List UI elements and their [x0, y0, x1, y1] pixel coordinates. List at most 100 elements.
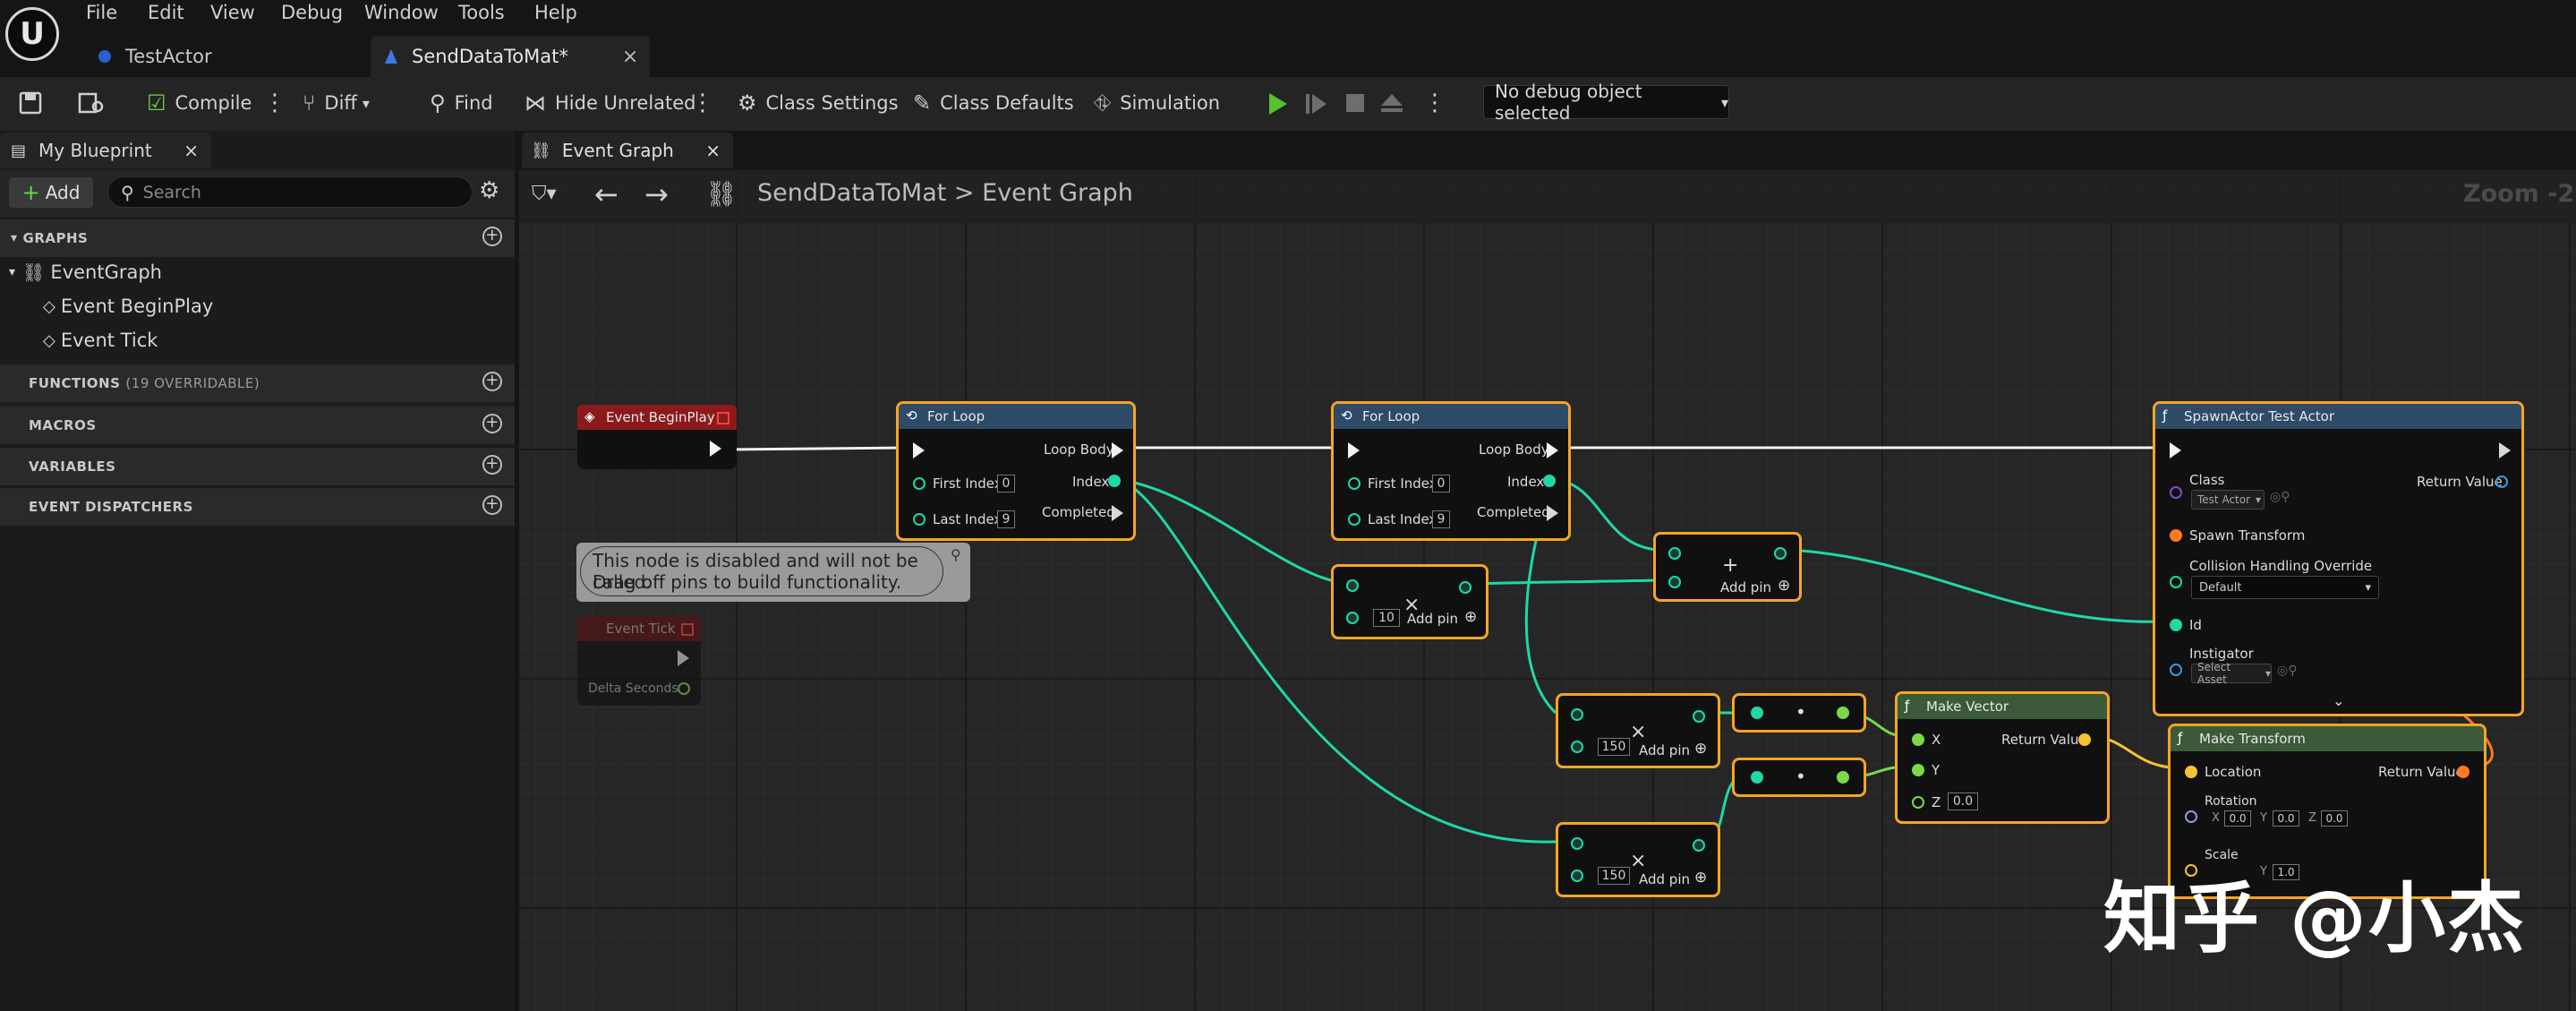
- add-pin-icon[interactable]: ⊕: [1694, 869, 1708, 887]
- delegate-pin-icon[interactable]: [681, 623, 694, 636]
- int-in-pin[interactable]: [1571, 870, 1583, 882]
- last-index-field[interactable]: 9: [997, 510, 1015, 528]
- int-out-pin[interactable]: [1693, 710, 1705, 723]
- add-macro-icon[interactable]: +: [482, 414, 502, 433]
- multiply-value-field[interactable]: 150: [1598, 738, 1630, 756]
- int-in-pin[interactable]: [1668, 547, 1681, 560]
- object-in-pin[interactable]: [2170, 664, 2182, 676]
- use-asset-icon[interactable]: ◎⚲: [2270, 490, 2290, 504]
- int-in-pin[interactable]: [1571, 837, 1583, 850]
- tab-event-graph[interactable]: ⛓ Event Graph ×: [522, 133, 733, 168]
- node-int-to-float-a[interactable]: •: [1732, 693, 1866, 733]
- menu-tools[interactable]: Tools: [458, 2, 505, 23]
- tab-senddatatomat[interactable]: SendDataToMat* ×: [371, 36, 650, 77]
- find-button[interactable]: ⚲Find: [430, 87, 493, 119]
- simulation-button[interactable]: ⛗Simulation: [1094, 87, 1220, 119]
- rotator-in-pin[interactable]: [2185, 810, 2197, 823]
- exec-out-pin[interactable]: [2499, 442, 2511, 458]
- tab-close-icon[interactable]: ×: [621, 45, 639, 68]
- rotation-x-field[interactable]: 0.0: [2224, 810, 2251, 827]
- node-event-tick[interactable]: Event Tick Delta Seconds: [577, 616, 701, 706]
- forward-arrow-icon[interactable]: →: [644, 177, 669, 211]
- use-asset-icon[interactable]: ◎⚲: [2277, 664, 2298, 678]
- tab-my-blueprint[interactable]: ▤ My Blueprint ×: [0, 133, 211, 168]
- node-for-loop-1[interactable]: For Loop ⟲ Loop Body First Index 0 Index…: [896, 401, 1136, 541]
- last-index-field[interactable]: 9: [1432, 510, 1450, 528]
- section-graphs[interactable]: ▾GRAPHS+: [0, 219, 515, 257]
- browse-icon[interactable]: [77, 90, 106, 116]
- node-multiply-150-a[interactable]: × 150 Add pin ⊕: [1556, 693, 1720, 768]
- menu-help[interactable]: Help: [534, 2, 577, 23]
- instigator-select[interactable]: Select Asset▾: [2191, 661, 2272, 686]
- z-value-field[interactable]: 0.0: [1948, 793, 1978, 810]
- node-int-to-float-b[interactable]: •: [1732, 758, 1866, 797]
- int-out-pin[interactable]: [1693, 839, 1705, 852]
- int-out-pin[interactable]: [1543, 475, 1556, 487]
- int-in-pin[interactable]: [1348, 477, 1361, 490]
- bookmark-icon[interactable]: ⛉▾: [532, 183, 557, 205]
- node-add[interactable]: + Add pin ⊕: [1653, 532, 1802, 602]
- add-pin-label[interactable]: Add pin: [1720, 579, 1772, 595]
- object-out-pin[interactable]: [2495, 476, 2508, 488]
- float-out-pin[interactable]: [1837, 707, 1849, 719]
- exec-out-pin[interactable]: [710, 441, 721, 457]
- menu-window[interactable]: Window: [364, 2, 439, 23]
- menu-edit[interactable]: Edit: [148, 2, 184, 23]
- int-in-pin[interactable]: [1751, 771, 1763, 784]
- int-out-pin[interactable]: [1459, 581, 1471, 594]
- rotation-z-field[interactable]: 0.0: [2321, 810, 2348, 827]
- first-index-field[interactable]: 0: [1432, 475, 1450, 493]
- search-input[interactable]: ⚲Search: [107, 176, 473, 208]
- transform-out-pin[interactable]: [2457, 766, 2469, 778]
- class-select[interactable]: Test Actor▾: [2191, 490, 2265, 510]
- node-spawn-actor[interactable]: SpawnActor Test Actor ƒ Class Return Val…: [2153, 401, 2524, 716]
- add-variable-icon[interactable]: +: [482, 455, 502, 475]
- back-arrow-icon[interactable]: ←: [594, 177, 618, 211]
- scale-y-field[interactable]: 1.0: [2273, 864, 2299, 880]
- hide-unrelated-button[interactable]: ⋈Hide Unrelated: [525, 87, 696, 119]
- add-function-icon[interactable]: +: [482, 372, 502, 391]
- float-in-pin[interactable]: [1912, 796, 1924, 809]
- exec-in-pin[interactable]: [913, 442, 925, 458]
- rotation-y-field[interactable]: 0.0: [2273, 810, 2299, 827]
- add-pin-icon[interactable]: ⊕: [1694, 740, 1708, 758]
- add-pin-icon[interactable]: ⊕: [1778, 577, 1791, 595]
- expand-chevron-icon[interactable]: ⌄: [2333, 692, 2345, 709]
- exec-in-pin[interactable]: [1348, 442, 1360, 458]
- menu-file[interactable]: File: [86, 2, 118, 23]
- int-in-pin[interactable]: [1571, 741, 1583, 753]
- class-in-pin[interactable]: [2170, 486, 2182, 499]
- node-make-transform[interactable]: Make Transform ƒ Location Return Value R…: [2168, 724, 2486, 899]
- add-pin-label[interactable]: Add pin: [1639, 742, 1691, 758]
- transform-in-pin[interactable]: [2170, 529, 2182, 542]
- node-for-loop-2[interactable]: For Loop ⟲ Loop Body First Index 0 Index…: [1331, 401, 1571, 541]
- graph-item-beginplay[interactable]: ◇Event BeginPlay: [43, 296, 213, 317]
- vector-out-pin[interactable]: [2078, 733, 2091, 746]
- exec-out-pin[interactable]: [678, 650, 689, 666]
- section-variables[interactable]: VARIABLES+: [0, 448, 515, 485]
- hide-unrelated-options-icon[interactable]: ⋮: [691, 90, 714, 116]
- node-event-beginplay[interactable]: Event BeginPlay ◈: [577, 405, 737, 469]
- node-multiply-10[interactable]: × 10 Add pin ⊕: [1331, 564, 1488, 639]
- node-multiply-150-b[interactable]: × 150 Add pin ⊕: [1556, 822, 1720, 897]
- multiply-value-field[interactable]: 10: [1373, 609, 1400, 627]
- add-pin-icon[interactable]: ⊕: [1464, 608, 1478, 626]
- save-icon[interactable]: [18, 90, 43, 116]
- section-functions[interactable]: FUNCTIONS(19 OVERRIDABLE)+: [0, 364, 515, 402]
- int-in-pin[interactable]: [1346, 579, 1359, 592]
- menu-debug[interactable]: Debug: [281, 2, 344, 23]
- add-graph-icon[interactable]: +: [482, 227, 502, 246]
- step-icon[interactable]: [1303, 90, 1330, 117]
- diff-button[interactable]: ⑂Diff▾: [303, 87, 370, 119]
- add-button[interactable]: +Add: [9, 177, 93, 208]
- first-index-field[interactable]: 0: [997, 475, 1015, 493]
- int-in-pin[interactable]: [2170, 619, 2182, 631]
- close-icon[interactable]: ×: [183, 140, 199, 161]
- multiply-value-field[interactable]: 150: [1598, 867, 1630, 885]
- float-out-pin[interactable]: [1837, 771, 1849, 784]
- add-pin-label[interactable]: Add pin: [1639, 871, 1691, 887]
- int-out-pin[interactable]: [1108, 475, 1121, 487]
- eject-icon[interactable]: [1378, 90, 1405, 116]
- exec-out-pin[interactable]: [1112, 505, 1123, 521]
- int-out-pin[interactable]: [1774, 547, 1787, 560]
